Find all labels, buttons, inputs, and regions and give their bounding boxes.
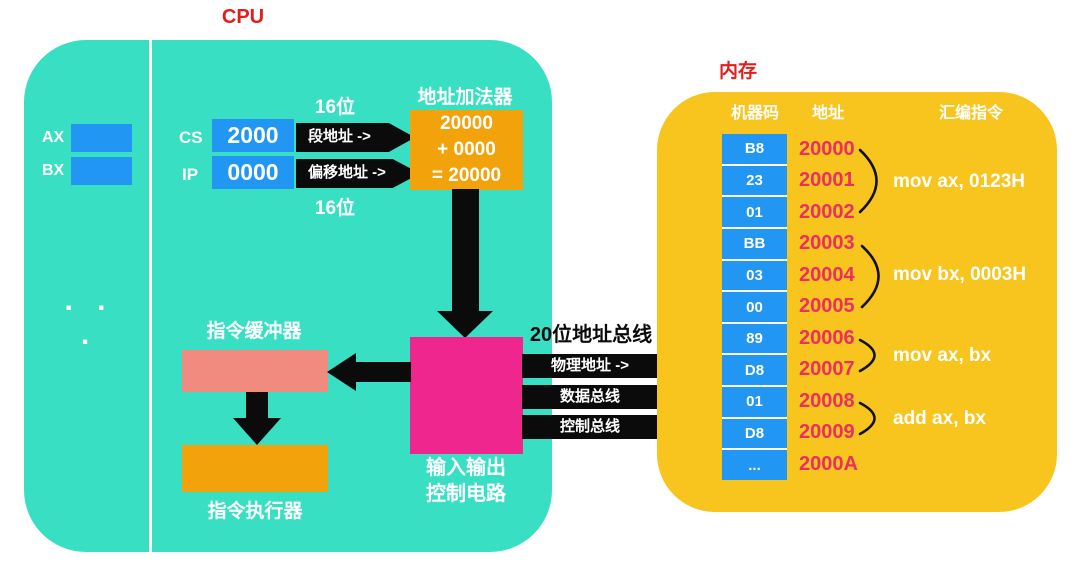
io-to-buffer-arrow-head — [327, 353, 356, 391]
memory-address: 20002 — [799, 201, 855, 223]
memory-address: 20008 — [799, 390, 855, 412]
buffer-to-executor-arrow-shaft — [246, 392, 268, 419]
memory-address: 20000 — [799, 138, 855, 160]
machine-code-cell: B8 — [722, 134, 787, 166]
data-bus-bar: 数据总线 — [522, 385, 658, 409]
register-bx-label: BX — [42, 162, 65, 179]
io-control-label-line1: 输入输出 — [426, 457, 506, 479]
memory-address: 20003 — [799, 232, 855, 254]
segment-address-arrow: 段地址 -> — [296, 123, 415, 152]
address-bus-label: 20位地址总线 — [529, 324, 653, 346]
control-bus-bar: 控制总线 — [522, 415, 658, 439]
assembly-instruction: add ax, bx — [893, 408, 986, 429]
io-control-label-line2: 控制电路 — [426, 483, 506, 505]
memory-address: 2000A — [799, 453, 858, 475]
machine-code-cell: D8 — [722, 355, 787, 388]
machine-code-cell: BB — [722, 229, 787, 261]
grouping-arc — [860, 244, 880, 309]
machine-code-cell: 01 — [722, 387, 787, 419]
ip-register-value: 0000 — [212, 156, 294, 189]
machine-code-cell: ... — [748, 456, 761, 474]
bits-16-top-label: 16位 — [314, 97, 356, 118]
grouping-arc — [858, 148, 878, 214]
adder-to-io-arrow-head — [437, 311, 493, 338]
register-bx-box — [71, 157, 132, 185]
cpu-divider — [149, 40, 152, 552]
adder-line-2: + 0000 — [437, 139, 496, 160]
grouping-arc — [858, 338, 876, 373]
assembly-instruction: mov ax, bx — [893, 345, 992, 366]
cpu-title: CPU — [221, 6, 265, 28]
memory-address: 20001 — [799, 169, 855, 191]
grouping-arc — [858, 401, 876, 436]
adder-line-1: 20000 — [440, 113, 493, 134]
instruction-buffer-label: 指令缓冲器 — [206, 321, 302, 342]
assembly-instruction: mov ax, 0123H — [893, 171, 1026, 192]
machine-code-cell: 03 — [722, 261, 787, 293]
physical-address-bus-bar: 物理地址 -> — [522, 354, 658, 378]
memory-header-machine-code: 机器码 — [730, 105, 779, 122]
ip-register-label: IP — [182, 165, 199, 184]
machine-code-cell: D8 — [722, 419, 787, 451]
machine-code-column: B8 23 01 BB 03 00 89 D8 01 D8 ... — [722, 134, 787, 480]
register-ax-label: AX — [42, 129, 65, 146]
buffer-to-executor-arrow-head — [233, 418, 281, 445]
bits-16-bottom-label: 16位 — [314, 198, 356, 219]
cs-register-value: 2000 — [212, 119, 294, 152]
io-control-label: 输入输出 控制电路 — [396, 455, 536, 507]
memory-address: 20009 — [799, 421, 855, 443]
memory-header-address: 地址 — [811, 105, 844, 122]
instruction-buffer-box — [182, 350, 328, 392]
memory-address: 20006 — [799, 327, 855, 349]
memory-address: 20004 — [799, 264, 855, 286]
address-adder-box: 20000 + 0000 = 20000 — [410, 110, 523, 190]
memory-title: 内存 — [718, 61, 757, 82]
cs-register-label: CS — [179, 128, 203, 147]
assembly-instruction: mov bx, 0003H — [893, 264, 1027, 285]
machine-code-cell: 23 — [722, 166, 787, 198]
grouping-arcs — [858, 148, 880, 436]
adder-to-io-arrow-shaft — [452, 189, 479, 313]
memory-header-assembly: 汇编指令 — [938, 105, 1003, 122]
address-adder-label: 地址加法器 — [417, 87, 513, 108]
ellipsis-dots: . . . — [64, 284, 114, 351]
memory-address: 20005 — [799, 295, 855, 317]
io-to-buffer-arrow-shaft — [354, 362, 411, 382]
machine-code-cell: 89 — [722, 324, 787, 356]
register-ax-box — [71, 124, 132, 152]
memory-address: 20007 — [799, 358, 855, 380]
io-control-box — [410, 337, 523, 454]
instruction-executor-box — [182, 445, 328, 492]
instruction-executor-label: 指令执行器 — [207, 501, 303, 522]
adder-line-3: = 20000 — [431, 165, 502, 186]
offset-address-arrow: 偏移地址 -> — [296, 159, 420, 188]
machine-code-cell: 00 — [722, 292, 787, 324]
machine-code-cell: 01 — [722, 197, 787, 229]
